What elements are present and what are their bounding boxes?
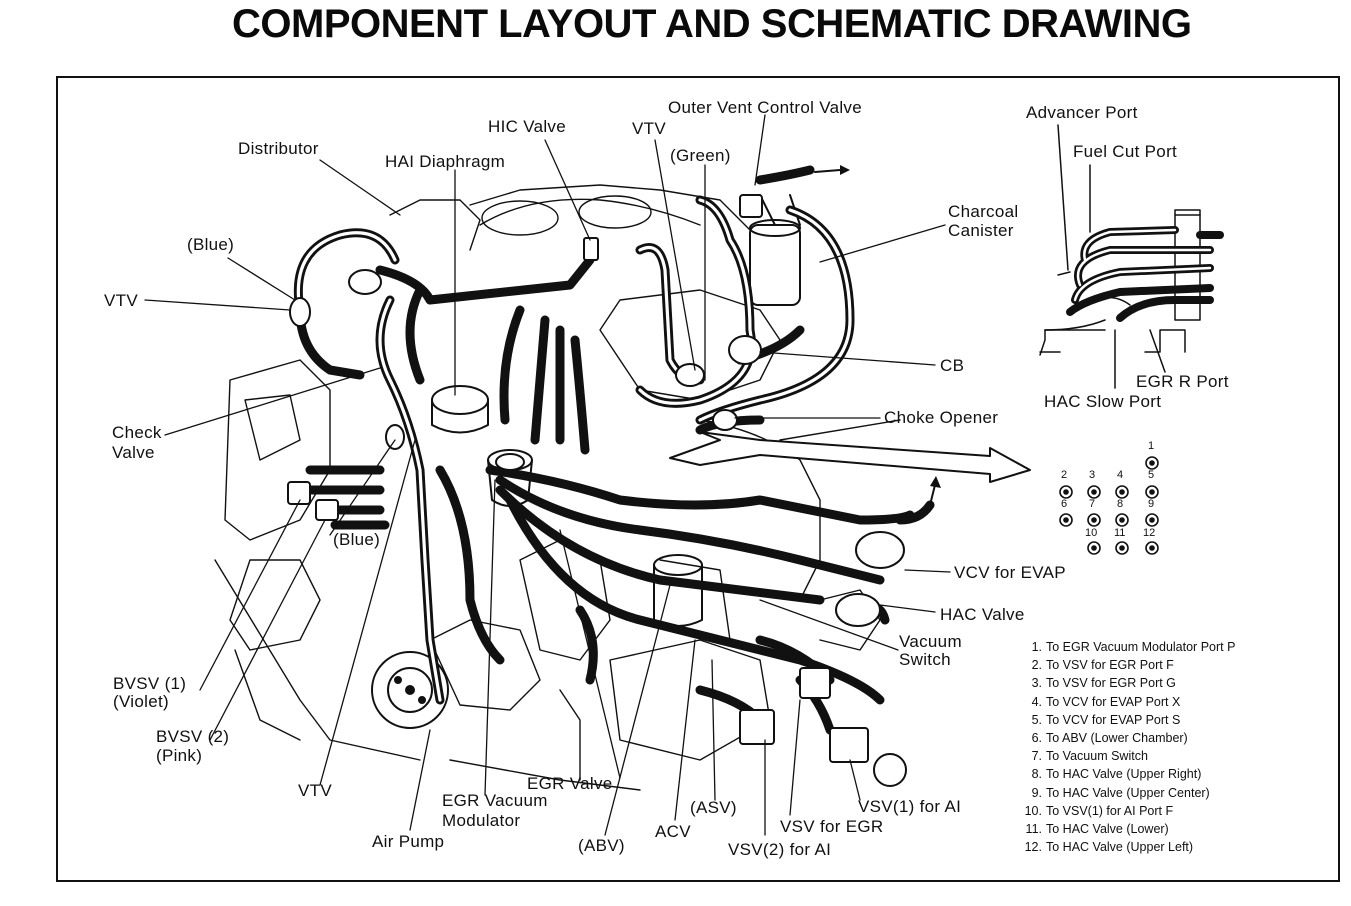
label-abv: (ABV) [578,836,625,855]
label-bvsv2: BVSV (2) [156,727,230,746]
diagram-frame [56,76,1340,882]
legend-row: 10.To VSV(1) for AI Port F [1024,803,1174,818]
pin-number: 12 [1143,527,1156,539]
connector-pins [1059,456,1159,555]
legend-row: 9.To HAC Valve (Upper Center) [1031,785,1210,800]
label-check: Check [112,423,162,442]
pin-number: 8 [1117,498,1124,510]
legend-row: 4.To VCV for EVAP Port X [1031,694,1181,709]
label-bvsv1: BVSV (1) [113,674,187,693]
label-violet: (Violet) [113,692,169,711]
label-advancer-port: Advancer Port [1026,103,1138,122]
flow-arrow [669,431,1031,483]
legend-row: 2.To VSV for EGR Port F [1031,658,1174,673]
label-pink: (Pink) [156,746,203,765]
label-canister: Canister [948,221,1014,240]
vsv2-body [739,709,775,745]
label-vtv-bottom: VTV [298,781,332,800]
label-valve: Valve [112,443,155,462]
pin-number: 10 [1085,527,1098,539]
port-schematic [1039,124,1201,389]
label-fuel-cut-port: Fuel Cut Port [1073,142,1178,161]
pin-number: 6 [1061,498,1068,510]
pin-number: 5 [1148,469,1155,481]
label-blue-top: (Blue) [187,235,235,254]
label-vacuum: Vacuum [899,632,962,651]
legend-row: 11.To HAC Valve (Lower) [1025,822,1169,837]
pin-number: 1 [1148,440,1155,452]
legend-row: 5.To VCV for EVAP Port S [1031,712,1181,727]
legend-row: 12.To HAC Valve (Upper Left) [1024,840,1194,855]
air-pump-pulley [371,651,449,729]
label-distributor: Distributor [238,139,319,158]
legend-row: 8.To HAC Valve (Upper Right) [1031,767,1202,782]
legend-row: 3.To VSV for EGR Port G [1031,676,1176,691]
port-schematic-hoses [1066,226,1224,322]
label-green: (Green) [670,146,731,165]
label-blue-mid: (Blue) [333,530,381,549]
hac-valve-body [835,593,881,627]
cb-body [728,335,762,365]
label-vsv1-for-ai: VSV(1) for AI [858,797,962,816]
label-hic-valve: HIC Valve [488,117,566,136]
label-egr-vacuum: EGR Vacuum [442,791,548,810]
vsv1-body [829,727,869,763]
label-choke-opener: Choke Opener [884,408,999,427]
label-cb: CB [940,356,965,375]
pin-number: 9 [1148,498,1155,510]
label-egr-r-port: EGR R Port [1136,372,1229,391]
legend-row: 7.To Vacuum Switch [1031,749,1148,764]
legend-row: 1.To EGR Vacuum Modulator Port P [1031,640,1236,654]
label-hac-valve: HAC Valve [940,605,1025,624]
label-acv: ACV [655,822,691,841]
label-vsv-for-egr: VSV for EGR [780,817,884,836]
pin-number: 7 [1089,498,1096,510]
pin-number: 11 [1114,527,1126,539]
label-vsv2-for-ai: VSV(2) for AI [728,840,832,859]
label-vtv-left: VTV [104,291,138,310]
vcv-evap-body [855,531,905,569]
vtv-left-body [289,297,311,327]
hai-diaphragm [431,385,489,434]
label-hac-slow-port: HAC Slow Port [1044,392,1162,411]
label-hai-diaphragm: HAI Diaphragm [385,152,506,171]
label-modulator: Modulator [442,811,521,830]
leader-lines [144,114,951,836]
vsv-egr-body [799,667,831,699]
label-air-pump: Air Pump [372,832,445,851]
legend-row: 6.To ABV (Lower Chamber) [1031,731,1188,746]
pin-number: 2 [1061,469,1068,481]
page-title: COMPONENT LAYOUT AND SCHEMATIC DRAWING [232,2,1192,46]
label-egr-valve: EGR Valve [527,774,613,793]
label-switch: Switch [899,650,951,669]
label-vcv-for-evap: VCV for EVAP [954,563,1066,582]
label-vtv-top: VTV [632,119,666,138]
pin-number: 4 [1117,469,1124,481]
label-charcoal: Charcoal [948,202,1019,221]
label-asv: (ASV) [690,798,737,817]
connection-legend: 1.To EGR Vacuum Modulator Port P 2.To VS… [1008,638,1236,856]
label-outer-vent-control-valve: Outer Vent Control Valve [668,98,862,117]
pin-number: 3 [1089,469,1096,481]
